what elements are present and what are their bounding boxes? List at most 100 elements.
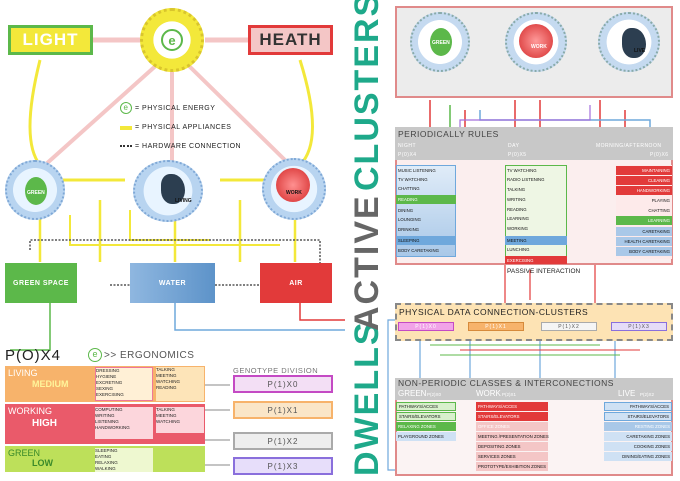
live-zone-item: DINING/EATING ZONES bbox=[604, 452, 672, 461]
morning-col-title: MORNING/AFTERNOON bbox=[596, 143, 662, 149]
work-col-title: WORK bbox=[476, 389, 501, 398]
nonperiodic-header bbox=[395, 378, 673, 400]
night-item: BODY CARETAKING bbox=[398, 248, 439, 253]
work-node: WORK bbox=[262, 158, 326, 220]
morning-item: MAINTAINING bbox=[616, 166, 672, 175]
day-col-title: DAY bbox=[508, 143, 520, 149]
energy-circle: e bbox=[140, 8, 204, 72]
legend-energy: e = PHYSICAL ENERGY bbox=[120, 102, 215, 114]
work-zone-item: PATHWAYS/ACCES bbox=[476, 402, 548, 411]
live-zone-item: RESTING ZONES bbox=[604, 422, 672, 431]
genotype-title: GENOTYPE DIVISION bbox=[233, 366, 319, 375]
work-node-core bbox=[276, 168, 310, 202]
legend-appliances: = PHYSICAL APPLIANCES bbox=[120, 124, 231, 131]
title-dwells: DWELLS bbox=[348, 320, 386, 476]
physical-chip-p1x3: P(1)X3 bbox=[611, 322, 667, 331]
working-level-label: HIGH bbox=[32, 418, 57, 429]
energy-icon: e bbox=[161, 29, 183, 51]
title-clusters: CLUSTERS bbox=[348, 0, 386, 191]
working-activities-1: COMPUTING WRITING LISTENING HANDWORKING bbox=[95, 407, 153, 439]
living-node: LIVING bbox=[133, 160, 203, 222]
heath-label: HEATH bbox=[259, 30, 322, 49]
day-item: WRITING bbox=[507, 197, 526, 202]
green-node: GREEN bbox=[5, 160, 65, 220]
work-zone-item: STAIRS/ELEVATORS bbox=[476, 412, 548, 421]
green-space-block: GREEN SPACE bbox=[5, 263, 77, 303]
night-item: READING bbox=[396, 195, 456, 204]
genotype-p1x0: P(1)X0 bbox=[233, 375, 333, 393]
physical-chip-p1x0: P(1)X0 bbox=[398, 322, 454, 331]
work-col-code: P(2)X1 bbox=[502, 392, 517, 397]
live-zone-item: CARETAKING ZONES bbox=[604, 432, 672, 441]
genotype-p1x3: P(1)X3 bbox=[233, 457, 333, 475]
live-col-code: P(2)X2 bbox=[640, 392, 655, 397]
morning-item: PLAYING bbox=[651, 198, 670, 203]
genotype-p1x1: P(1)X1 bbox=[233, 401, 333, 419]
morning-item: HANDWORKING bbox=[616, 186, 672, 195]
air-block: AIR bbox=[260, 263, 332, 303]
green-col-title: GREEN bbox=[398, 389, 427, 398]
night-col-title: NIGHT bbox=[398, 143, 417, 149]
green-zone-item: PLAYGROUND ZONES bbox=[396, 432, 456, 441]
morning-item: HEALTH CARETAKING bbox=[616, 237, 672, 246]
green-level-label: LOW bbox=[32, 458, 53, 468]
night-item: TV WATCHING bbox=[398, 177, 428, 182]
night-col-code: P(0)X4 bbox=[398, 152, 417, 158]
energy-legend-icon: e bbox=[120, 102, 132, 114]
top-green-core bbox=[430, 28, 452, 56]
hardware-legend-icon bbox=[120, 145, 132, 148]
periodic-title: PERIODICALLY RULES bbox=[398, 129, 499, 139]
heath-box: HEATH bbox=[248, 25, 333, 55]
day-item: WORKING bbox=[507, 226, 529, 231]
appliance-legend-icon bbox=[120, 125, 132, 130]
nonperiodic-title: NON-PERIODIC CLASSES & INTERCONECTIONS bbox=[398, 378, 614, 388]
live-zone-item: COOKING ZONES bbox=[604, 442, 672, 451]
green-zone-item: STAIRS/ELEVATORS bbox=[396, 412, 456, 421]
top-live-node: LIVE bbox=[598, 12, 660, 72]
green-zone-item: RELAXING ZONES bbox=[396, 422, 456, 431]
working-activities-2: TALKING MEETING WATCHING bbox=[156, 407, 204, 433]
morning-item: CLEANING bbox=[616, 176, 672, 185]
work-zone-item: OFFICE ZONES bbox=[476, 422, 548, 431]
periodic-header bbox=[395, 127, 673, 160]
night-item: DRINKING bbox=[398, 227, 420, 232]
physical-title: PHYSICAL DATA CONNECTION-CLUSTERS bbox=[399, 307, 589, 317]
work-zone-item: MEETING /PRESENTATION ZONES bbox=[476, 432, 549, 441]
working-zone-label: WORKING bbox=[8, 406, 52, 416]
green-zone-label: GREEN bbox=[8, 448, 41, 458]
ergonomics-title: e >> ERGONOMICS bbox=[88, 348, 194, 362]
title-active: ACTIVE bbox=[348, 194, 386, 331]
work-zone-item: DEPOSITING ZONES bbox=[476, 442, 548, 451]
day-item: RADIO LISTENING bbox=[507, 177, 545, 182]
morning-col-code: P(0)X6 bbox=[650, 152, 669, 158]
legend-hardware: = HARDWARE CONNECTION bbox=[120, 143, 241, 150]
green-col-code: P(2)X0 bbox=[427, 392, 442, 397]
light-box: LIGHT bbox=[8, 25, 93, 55]
top-live-core bbox=[622, 28, 646, 58]
day-item: READING bbox=[507, 207, 527, 212]
top-work-core bbox=[519, 24, 553, 58]
genotype-p1x2: P(1)X2 bbox=[233, 432, 333, 450]
night-item: LOUNGING bbox=[398, 217, 421, 222]
ergonomics-icon: e bbox=[88, 348, 102, 362]
live-zone-item: PATHWAYS/ACCES bbox=[604, 402, 672, 411]
physical-chip-p1x1: P(1)X1 bbox=[468, 322, 524, 331]
day-item: TV WATCHING bbox=[507, 168, 537, 173]
work-zone-item: PROTOTYPE/EXHIBITION ZONES bbox=[476, 462, 548, 471]
day-item: LEARNING bbox=[507, 216, 529, 221]
physical-chip-p1x2: P(1)X2 bbox=[541, 322, 597, 331]
living-activities-1: DRESSING HYGIENE EXCRETING SEXING EXERCI… bbox=[95, 367, 153, 401]
living-node-core bbox=[161, 174, 185, 204]
day-item: MEETING bbox=[505, 236, 567, 245]
light-label: LIGHT bbox=[22, 30, 79, 49]
green-node-core bbox=[25, 177, 47, 205]
green-zone-item: PATHWAYS/ACCES bbox=[396, 402, 456, 411]
living-zone-label: LIVING bbox=[8, 368, 38, 378]
morning-item: CHATTING bbox=[648, 208, 670, 213]
morning-item: CARETAKING bbox=[616, 227, 672, 236]
day-item: LUNCHING bbox=[507, 247, 530, 252]
night-item: DINING bbox=[398, 208, 414, 213]
morning-item: BODY CARETAKING bbox=[616, 247, 672, 256]
work-zone-item: SERVICES ZONES bbox=[476, 452, 548, 461]
